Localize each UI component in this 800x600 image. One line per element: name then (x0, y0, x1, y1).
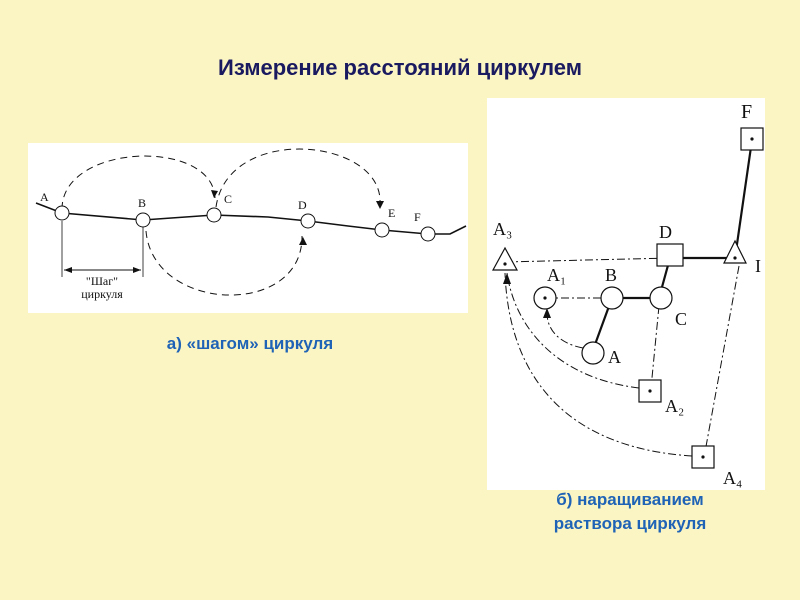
label-f: F (414, 210, 421, 224)
point-f-marker (420, 226, 436, 242)
label-d: D (659, 222, 672, 242)
guide-e-a4 (704, 265, 740, 453)
caption-opening-line2: раствора циркуля (553, 514, 707, 533)
route-line (35, 202, 467, 235)
point-a-marker (54, 205, 70, 221)
label-e: I (755, 256, 761, 276)
arc-a2-a3 (506, 272, 640, 389)
page-title: Измерение расстояний циркулем (218, 55, 582, 80)
opening-method-figure: F A₃ D A₁ B C A A₂ A₄ I (491, 101, 764, 488)
point-b-marker (135, 212, 151, 228)
label-a: A (608, 347, 621, 367)
arrow-d (299, 237, 307, 245)
label-b: B (138, 196, 146, 210)
diagram-step-method: A B C D E F "Шаг" циркуля (28, 143, 468, 313)
guide-a3-d (504, 257, 671, 263)
caption-opening-method: б) наращиванием раствора циркуля (510, 488, 750, 536)
step-label-line2: циркуля (81, 287, 123, 301)
point-b-marker (600, 286, 624, 310)
label-a4: A₄ (723, 468, 742, 488)
label-f: F (741, 101, 752, 123)
point-e-marker (723, 239, 747, 264)
point-d-marker (656, 243, 684, 267)
label-d: D (298, 198, 307, 212)
arrow-c (211, 190, 218, 198)
label-c: C (224, 192, 232, 206)
label-a3: A₃ (493, 219, 512, 239)
arrow-e (376, 201, 384, 209)
caption-step-method: а) «шагом» циркуля (166, 334, 334, 353)
caption-opening-line1: б) наращиванием (556, 490, 704, 509)
upper-arc-2 (215, 148, 381, 208)
label-a2: A₂ (665, 396, 684, 416)
label-e: E (388, 206, 395, 220)
point-c-marker (206, 207, 222, 223)
guide-c-a2 (650, 305, 660, 389)
upper-arc-1 (61, 155, 216, 210)
label-b: B (605, 265, 617, 285)
point-c-marker (649, 286, 673, 310)
label-a: A (40, 190, 49, 204)
arrow-a1 (543, 308, 551, 318)
lower-arc (145, 230, 303, 296)
step-arrow-right (133, 267, 141, 273)
label-a1: A₁ (547, 265, 566, 285)
arrow-a3 (503, 273, 511, 284)
point-e-marker (374, 222, 390, 238)
label-c: C (675, 309, 687, 329)
step-method-figure: A B C D E F "Шаг" циркуля (35, 148, 467, 301)
point-d-marker (300, 213, 316, 229)
point-a3-marker (491, 246, 519, 271)
diagram-opening-method: F A₃ D A₁ B C A A₂ A₄ I (487, 98, 765, 490)
arc-a-a1 (546, 312, 584, 349)
point-a-marker (581, 341, 605, 365)
step-label-line1: "Шаг" (86, 274, 118, 288)
step-arrow-left (64, 267, 72, 273)
